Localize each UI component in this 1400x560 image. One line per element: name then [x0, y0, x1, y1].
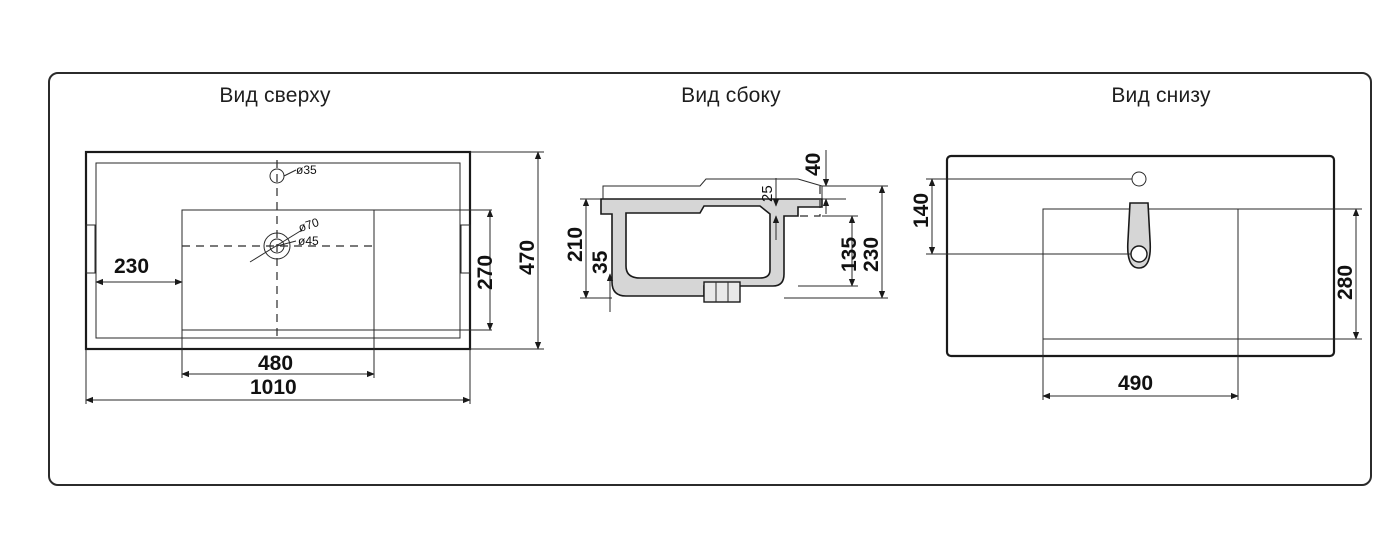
top-bowl-outline: [181, 209, 375, 331]
side-drain-pipe: [703, 281, 741, 303]
dim-1010: 1010: [250, 376, 297, 399]
dim-280: 280: [1334, 265, 1357, 300]
side-view-title: Вид сбоку: [681, 84, 781, 107]
dim-35: 35: [589, 250, 612, 274]
top-view: ø35 ø70 ø45 230 480 1010 270 470: [84, 150, 544, 404]
drawing-frame: [48, 72, 1372, 486]
dim-230: 230: [114, 255, 149, 278]
dim-490: 490: [1118, 372, 1153, 395]
dim-40: 40: [802, 153, 825, 176]
tap-hole-label: ø35: [296, 163, 317, 177]
dim-480: 480: [258, 352, 293, 375]
top-inner-rim: [95, 162, 461, 339]
top-left-notch: [85, 224, 96, 274]
dim-140: 140: [910, 193, 933, 228]
drain-inner: [269, 238, 285, 254]
dim-270: 270: [474, 255, 497, 290]
side-view: 210 35 40 25 135 230: [564, 150, 888, 312]
dim-25: 25: [759, 185, 776, 202]
bottom-view: 140 280 490: [910, 154, 1362, 400]
bottom-view-title: Вид снизу: [1111, 84, 1211, 107]
top-right-notch: [460, 224, 471, 274]
side-bowl-cavity: [625, 205, 771, 279]
dim-side-230: 230: [860, 237, 883, 272]
bottom-tap-hole: [1131, 171, 1147, 187]
drain-inner-label: ø45: [298, 234, 319, 248]
top-view-title: Вид сверху: [219, 84, 331, 107]
drain-outer: [263, 232, 291, 260]
dim-470: 470: [516, 240, 539, 275]
bottom-outer-outline: [945, 154, 1336, 358]
top-outer-outline: [84, 150, 472, 351]
dim-210: 210: [564, 227, 587, 262]
dim-135: 135: [838, 237, 861, 272]
drain-outer-label: ø70: [297, 215, 321, 235]
